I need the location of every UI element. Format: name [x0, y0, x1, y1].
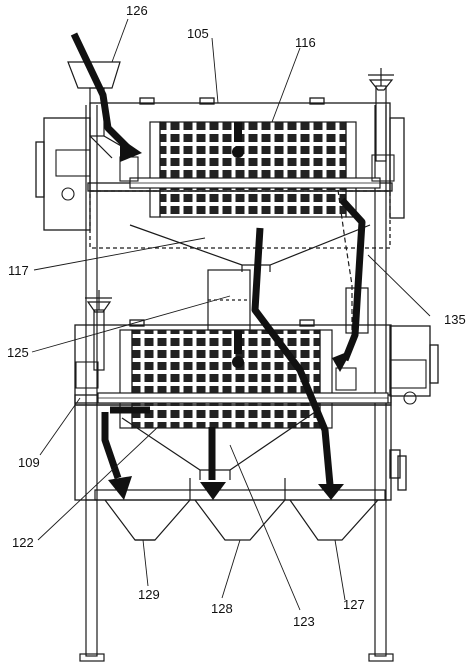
label-125: 125	[7, 345, 29, 360]
lower-drum-screen	[97, 329, 389, 429]
label-117: 117	[8, 263, 29, 278]
arrow-heads	[108, 138, 352, 500]
leader-lines	[31, 18, 431, 611]
collection-hoppers	[94, 478, 386, 541]
lower-lift-post	[85, 290, 112, 371]
label-123: 123	[293, 614, 315, 629]
label-126: 126	[126, 3, 148, 18]
label-127: 127	[343, 597, 365, 612]
lower-motor	[75, 359, 427, 405]
label-109: 109	[18, 455, 40, 470]
middle-chute	[207, 269, 369, 334]
label-135: 135	[444, 312, 466, 327]
label-129: 129	[138, 587, 160, 602]
flow-arrows	[70, 32, 366, 486]
upper-motor	[55, 149, 395, 201]
label-122: 122	[12, 535, 34, 550]
label-116: 116	[295, 35, 316, 50]
upper-lift-post	[368, 68, 394, 162]
label-128: 128	[211, 601, 233, 616]
upper-drum-screen	[129, 121, 381, 218]
label-105: 105	[187, 26, 209, 41]
